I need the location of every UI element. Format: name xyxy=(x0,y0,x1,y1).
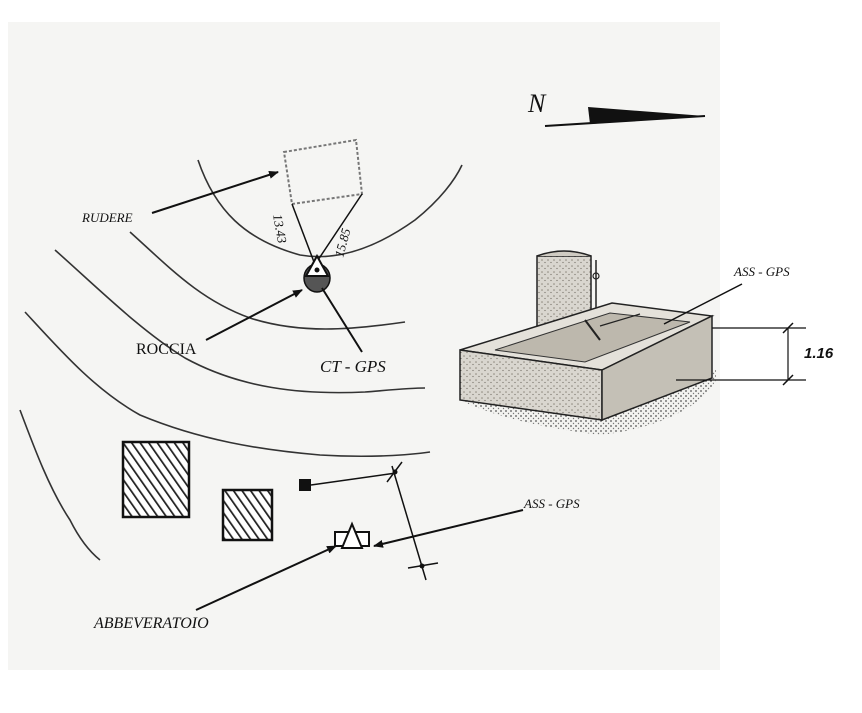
contour-line-5 xyxy=(19,409,101,561)
roccia-pointer xyxy=(205,289,303,341)
contour-line-1 xyxy=(197,159,463,258)
trough-drawing xyxy=(459,250,716,435)
height-dimension xyxy=(676,322,806,386)
building-small xyxy=(221,488,274,542)
survey-point-square xyxy=(299,479,311,491)
abbeveratoio-pointer xyxy=(195,545,337,611)
rudere-label: RUDERE xyxy=(81,210,133,225)
distance-line-a xyxy=(291,203,315,263)
building-large xyxy=(121,440,191,519)
ct-gps-label: CT - GPS xyxy=(320,357,386,376)
survey-line-diagonal xyxy=(391,465,427,581)
distance-line-b xyxy=(317,193,363,261)
rudere-pointer xyxy=(151,170,279,214)
ass-gps-drawing-label: ASS - GPS xyxy=(733,264,790,279)
ass-gps-drawing-pointer xyxy=(663,283,743,325)
survey-node-1 xyxy=(392,469,398,475)
north-label: N xyxy=(527,89,547,118)
distance-label-b: 15.85 xyxy=(331,226,353,259)
survey-line-horizontal xyxy=(310,472,397,486)
height-label: 1.16 xyxy=(804,345,834,362)
abbeveratoio-marker-icon xyxy=(334,521,370,549)
ct-gps-pointer xyxy=(321,287,363,353)
survey-node-2 xyxy=(419,563,425,569)
ass-gps-map-pointer xyxy=(373,509,524,548)
ct-gps-marker-icon xyxy=(303,253,331,293)
distance-label-a: 13.43 xyxy=(270,213,290,245)
contour-lines xyxy=(19,159,463,561)
abbeveratoio-label: ABBEVERATOIO xyxy=(93,615,209,632)
north-arrow: N xyxy=(527,89,706,127)
roccia-label: ROCCIA xyxy=(136,341,197,358)
contour-line-4 xyxy=(24,311,431,458)
ass-gps-map-label: ASS - GPS xyxy=(523,496,580,511)
contour-line-3 xyxy=(54,249,426,394)
